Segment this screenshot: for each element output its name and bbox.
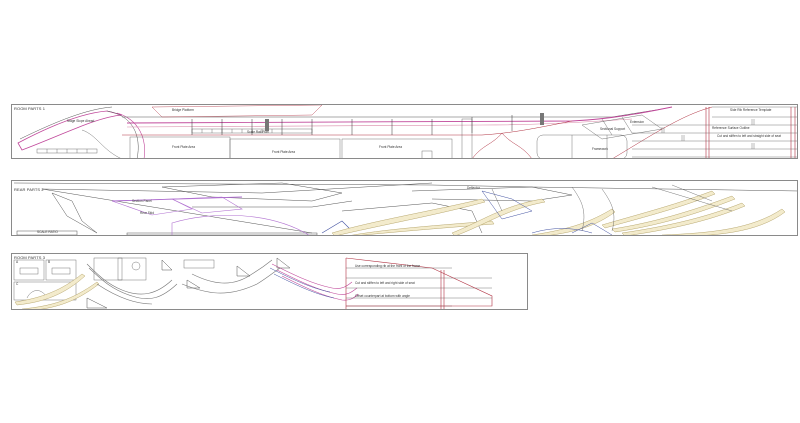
sheet-rear-parts-2: REAR PARTS 2 xyxy=(11,180,798,236)
annotation: Rear Skid xyxy=(140,211,154,215)
annotation: Cut and stiffen to left and right side o… xyxy=(355,281,415,285)
cad-drawing-3 xyxy=(13,257,493,309)
annotation: Front Plate Area xyxy=(172,145,196,149)
annotation: Front Plate Area xyxy=(379,145,403,149)
annotation: Framework xyxy=(592,147,608,151)
cad-drawing-1 xyxy=(17,105,797,158)
sheet-room-parts-3: ROOM PARTS 3 xyxy=(11,253,528,310)
sheet-title: ROOM PARTS 1 xyxy=(14,106,46,111)
sheet-title: ROOM PARTS 3 xyxy=(14,255,46,260)
annotation: C xyxy=(16,282,19,286)
annotation: B xyxy=(48,260,51,264)
annotation: Section Panel xyxy=(132,199,152,203)
annotation: Cut and stiffen to left and straight sid… xyxy=(717,134,781,138)
annotation: Offset counterpart at bottom with angle xyxy=(355,294,410,298)
annotation: Bridge Platform xyxy=(172,108,194,112)
annotation: Extension xyxy=(630,120,644,124)
annotation: Reference Surface Outline xyxy=(712,126,750,130)
annotation: Front Plate Area xyxy=(272,150,296,154)
annotation: Deflector xyxy=(467,186,480,190)
annotation: Stage Slope Ahead xyxy=(67,119,95,123)
sheet-title: REAR PARTS 2 xyxy=(14,187,44,192)
annotation: Side Rib Reference Template xyxy=(730,108,772,112)
cad-drawing-2 xyxy=(13,182,797,235)
annotation: SCALE RATIO xyxy=(37,230,58,234)
sheet-room-parts-1: ROOM PARTS 1 xyxy=(11,104,798,159)
annotation: Sectional Support xyxy=(600,127,626,131)
annotation: Scale Rail Plan xyxy=(247,130,269,134)
annotation: A xyxy=(16,260,19,264)
annotation: Use corresponding rib at the front of th… xyxy=(355,264,421,268)
